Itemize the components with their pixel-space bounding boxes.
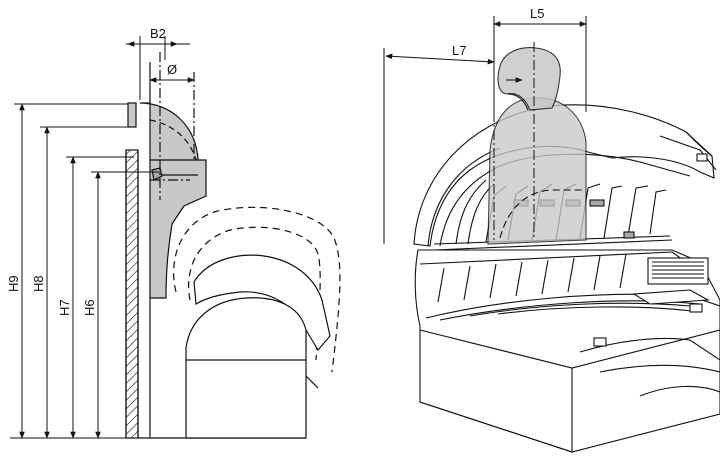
side-view <box>125 52 341 439</box>
head-section <box>487 47 587 245</box>
label-h8: H8 <box>31 275 46 292</box>
perspective-view <box>413 104 720 453</box>
wall-section <box>125 149 139 439</box>
perspective-view-dimensions <box>383 16 587 244</box>
label-diameter: Ø <box>167 62 177 77</box>
label-l7: L7 <box>452 43 466 58</box>
label-l5: L5 <box>530 6 544 21</box>
label-h6: H6 <box>82 299 97 316</box>
canopy-side <box>139 102 207 299</box>
label-h7: H7 <box>57 299 72 316</box>
label-h9: H9 <box>6 275 21 292</box>
canopy-shell <box>413 104 715 247</box>
side-view-dimensions <box>10 36 195 439</box>
label-b2: B2 <box>150 26 166 41</box>
base-body <box>185 297 307 439</box>
